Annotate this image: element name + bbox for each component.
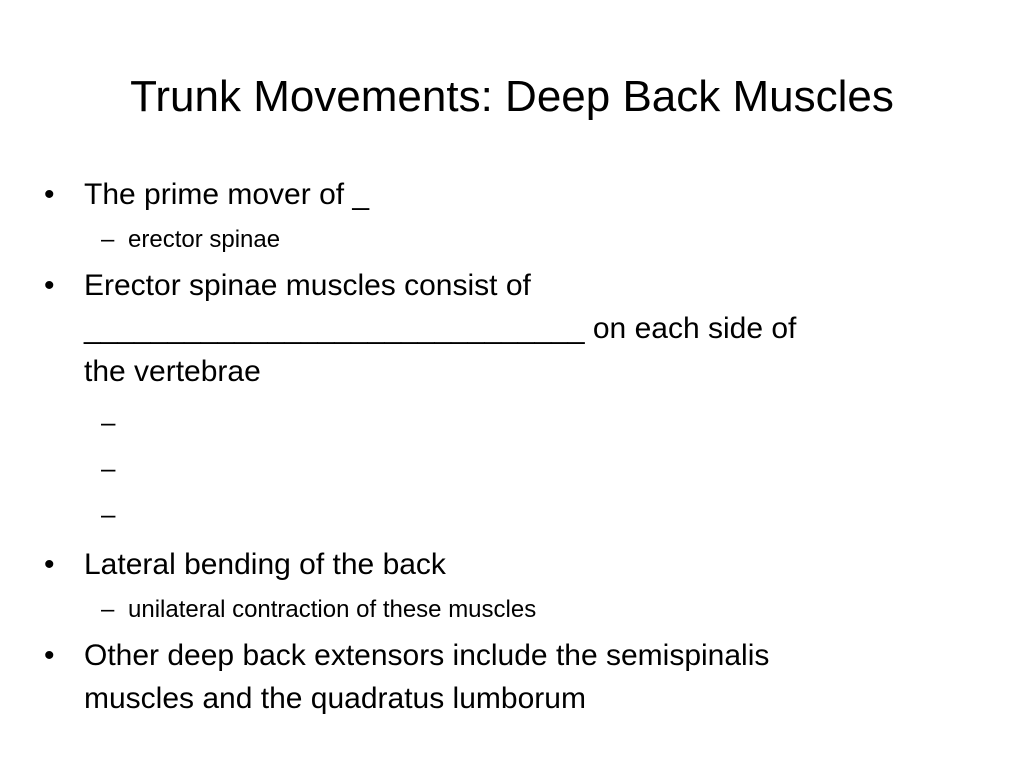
- dash-icon: –: [101, 499, 116, 529]
- dash-icon: –: [101, 407, 116, 437]
- dash-icon: –: [101, 453, 116, 483]
- dash-icon: –: [101, 596, 115, 623]
- bullet-item-lateral-bending: • Lateral bending of the back: [44, 543, 964, 586]
- bullet-icon: •: [44, 639, 55, 672]
- sub-item-erector-spinae: – erector spinae: [44, 222, 964, 258]
- sub-item-text: unilateral contraction of these muscles: [128, 596, 537, 623]
- bullet-text: The prime mover of _: [84, 178, 370, 211]
- bullet-text-line-2: muscles and the quadratus lumborum: [84, 682, 586, 715]
- sub-item-text: erector spinae: [128, 226, 281, 253]
- bullet-text: Lateral bending of the back: [84, 548, 446, 581]
- slide-title: Trunk Movements: Deep Back Muscles: [130, 72, 894, 121]
- bullet-icon: •: [44, 178, 55, 211]
- sub-item-unilateral-contraction: – unilateral contraction of these muscle…: [44, 592, 964, 628]
- bullet-icon: •: [44, 548, 55, 581]
- bullet-text-line-1: Erector spinae muscles consist of: [84, 269, 531, 302]
- bullet-item-erector-spinae-consist: • Erector spinae muscles consist of ____…: [44, 264, 964, 393]
- bullet-item-other-extensors: • Other deep back extensors include the …: [44, 634, 964, 720]
- bullet-text-line-3: the vertebrae: [84, 355, 261, 388]
- slide-body: • The prime mover of _ – erector spinae …: [44, 173, 964, 726]
- dash-icon: –: [101, 226, 115, 253]
- bullet-text-line-2: ______________________________ on each s…: [84, 312, 797, 345]
- sub-item-blank-1: –: [44, 399, 964, 445]
- sub-item-blank-3: –: [44, 491, 964, 537]
- bullet-item-prime-mover: • The prime mover of _: [44, 173, 964, 216]
- bullet-icon: •: [44, 269, 55, 302]
- sub-item-blank-2: –: [44, 445, 964, 491]
- bullet-text-line-1: Other deep back extensors include the se…: [84, 639, 770, 672]
